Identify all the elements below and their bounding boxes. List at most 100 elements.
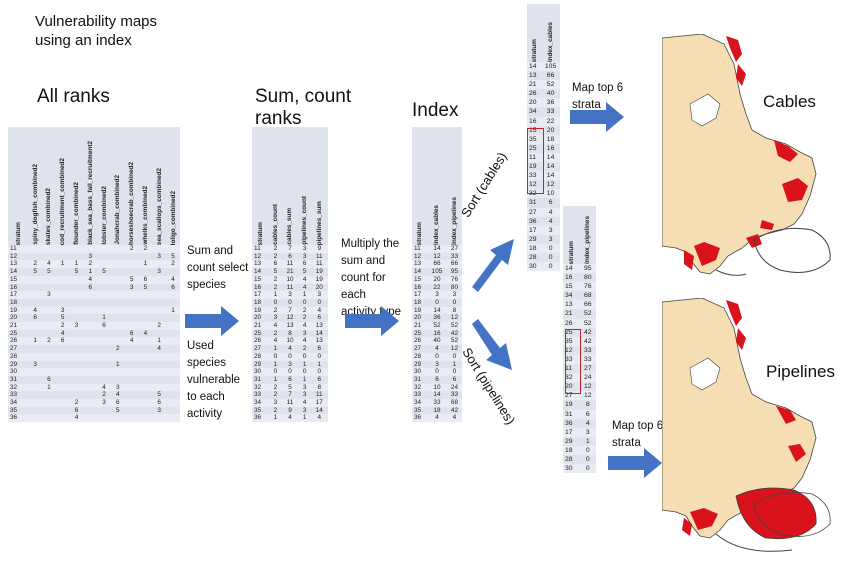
table-cell: 33	[450, 391, 459, 399]
table-cell	[152, 368, 167, 376]
table-cell: 3	[302, 329, 307, 337]
column-header-label: stratum	[257, 221, 265, 245]
table-cell	[152, 414, 167, 423]
table-cell: 12	[583, 383, 592, 391]
table-cell	[125, 376, 139, 384]
table-cell: 31	[414, 375, 422, 383]
table-cell	[111, 299, 125, 307]
table-cell	[138, 337, 153, 346]
table-cell	[83, 361, 97, 369]
table-cell: 4	[310, 306, 328, 315]
table-cell: 11	[281, 399, 299, 407]
table-cell: 14	[10, 268, 18, 276]
table-cell	[42, 414, 56, 423]
table-cell: 16	[10, 283, 18, 291]
table-cell: 17	[252, 291, 270, 299]
table-cell	[56, 299, 70, 307]
table-cell: 28	[529, 253, 537, 261]
table-cell	[166, 361, 180, 369]
table-cell	[83, 322, 98, 330]
table-cell	[69, 337, 84, 346]
table-cell: 27	[414, 345, 422, 353]
table-cell	[124, 322, 139, 330]
table-cell: 3	[298, 245, 311, 253]
table-cell: 12	[450, 314, 459, 322]
table-cell: 11	[315, 391, 323, 399]
table-cell: 13	[8, 260, 29, 269]
table-cell: 16	[414, 283, 422, 291]
table-cell	[83, 314, 97, 322]
table-cell: 14	[414, 268, 422, 276]
table-cell: 6	[288, 375, 292, 383]
table-cell: 17	[527, 225, 542, 235]
table-cell: 4	[97, 383, 111, 392]
table-cell: 0	[310, 352, 328, 361]
table-cell: 30	[527, 262, 542, 272]
table-cell: 20	[414, 314, 422, 322]
column-header: horseshoecrab_combined2	[124, 127, 139, 245]
table-cell	[28, 299, 42, 307]
table-cell: 6	[88, 283, 93, 291]
table-cell: 16	[254, 283, 262, 291]
table-cell: 14	[427, 245, 447, 253]
table-cell: 6	[452, 375, 457, 383]
table-cell	[166, 368, 180, 376]
table-cell: 3	[298, 383, 311, 392]
pipelines-map	[662, 298, 831, 552]
table-cell	[28, 376, 42, 384]
table-cell	[152, 299, 166, 307]
table-cell: 11	[286, 283, 294, 291]
table-cell	[56, 361, 70, 369]
table-cell: 52	[427, 322, 447, 330]
table-cell: 4	[298, 337, 311, 346]
table-cell	[125, 299, 139, 307]
table-cell: 3	[548, 235, 553, 243]
table-cell: 0	[452, 298, 457, 306]
table-cell: 1	[88, 268, 93, 276]
table-cell: 31	[563, 409, 580, 419]
table-cell	[152, 330, 166, 338]
table-cell	[138, 291, 153, 299]
table-cell: 3	[269, 399, 282, 407]
table-cell: 0	[446, 368, 462, 376]
arrow-right-icon	[608, 448, 662, 478]
table-cell	[42, 299, 56, 307]
table-cell	[139, 299, 153, 307]
table-cell: 0	[427, 368, 447, 376]
table-cell: 1	[298, 414, 311, 423]
table-cell	[166, 291, 180, 299]
table-cell	[125, 268, 139, 276]
table-cell: 3	[129, 283, 134, 291]
table-cell: 14	[254, 268, 262, 276]
table-cell: 4	[166, 275, 180, 284]
table-cell	[56, 268, 70, 276]
table-cell: 19	[315, 268, 323, 276]
table-cell: 16	[527, 116, 542, 126]
table-cell: 2	[298, 306, 311, 315]
table-cell: 6	[317, 375, 322, 383]
table-cell: 19	[412, 306, 428, 315]
table-cell: 34	[252, 399, 270, 407]
table-cell: 6	[138, 275, 153, 284]
table-cell	[83, 391, 97, 399]
table-cell: 2	[273, 391, 278, 399]
column-header: lobster_combined2	[97, 127, 111, 245]
table-cell: 1	[302, 360, 307, 368]
